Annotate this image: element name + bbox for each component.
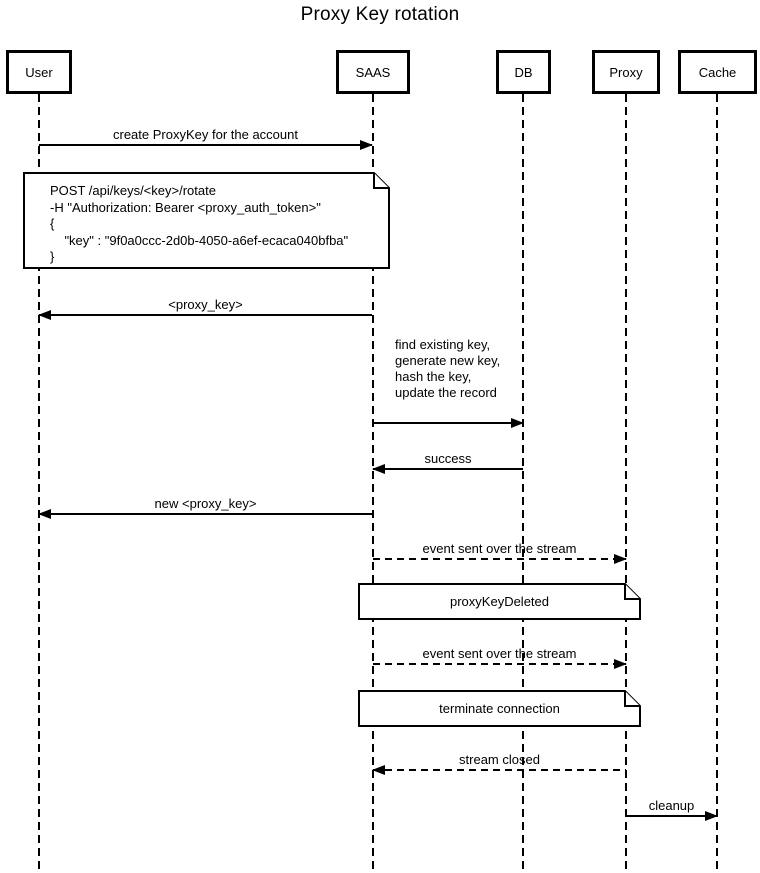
message-line xyxy=(373,468,523,470)
note-outline-icon xyxy=(358,690,641,727)
message-event-stream-2: event sent over the stream xyxy=(373,646,627,669)
actor-cache-label: Cache xyxy=(698,64,737,80)
message-line xyxy=(39,144,372,146)
arrowhead-right-icon xyxy=(511,418,524,428)
message-line xyxy=(373,769,626,771)
arrowhead-left-icon xyxy=(38,310,51,320)
diagram-title: Proxy Key rotation xyxy=(300,4,460,25)
message-line xyxy=(373,558,626,560)
note-text: proxyKeyDeleted xyxy=(450,594,549,609)
lifeline-saas xyxy=(372,94,374,871)
note-proxykeydeleted: proxyKeyDeleted xyxy=(358,583,641,620)
message-event-stream-1: event sent over the stream xyxy=(373,541,627,564)
message-success: success xyxy=(372,451,523,474)
message-label: success xyxy=(424,451,472,466)
message-label: stream closed xyxy=(459,752,540,767)
actor-db-label: DB xyxy=(514,64,533,80)
message-create-proxykey: create ProxyKey for the account xyxy=(39,127,373,150)
actor-proxy: Proxy xyxy=(592,50,660,94)
actor-user-label: User xyxy=(25,64,53,80)
message-stream-closed: stream closed xyxy=(372,752,626,775)
message-label: find existing key, generate new key, has… xyxy=(395,337,501,400)
note-text: POST /api/keys/<key>/rotate -H "Authoriz… xyxy=(50,183,349,264)
actor-proxy-label: Proxy xyxy=(609,64,643,80)
lifeline-user xyxy=(38,94,40,871)
lifeline-cache xyxy=(716,94,718,871)
message-line xyxy=(626,815,717,817)
message-label: event sent over the stream xyxy=(422,646,577,661)
message-label: event sent over the stream xyxy=(422,541,577,556)
lifeline-db xyxy=(522,94,524,871)
actor-saas-label: SAAS xyxy=(355,64,391,80)
message-label: cleanup xyxy=(648,798,695,813)
actor-user: User xyxy=(6,50,72,94)
message-new-proxy-key: new <proxy_key> xyxy=(38,496,372,519)
message-cleanup: cleanup xyxy=(626,798,718,821)
note-outline-icon xyxy=(23,172,390,269)
message-line xyxy=(39,513,372,515)
message-label: <proxy_key> xyxy=(168,297,243,312)
lifeline-proxy xyxy=(625,94,627,871)
message-label: new <proxy_key> xyxy=(154,496,257,511)
actor-cache: Cache xyxy=(678,50,757,94)
arrowhead-right-icon xyxy=(705,811,718,821)
actor-saas: SAAS xyxy=(336,50,410,94)
note-text: terminate connection xyxy=(439,701,560,716)
note-post-rotate: POST /api/keys/<key>/rotate -H "Authoriz… xyxy=(23,172,390,269)
note-terminate-connection: terminate connection xyxy=(358,690,641,727)
actor-db: DB xyxy=(496,50,551,94)
message-line xyxy=(373,663,626,665)
note-outline-icon xyxy=(358,583,641,620)
message-label: create ProxyKey for the account xyxy=(113,127,298,142)
arrowhead-right-icon xyxy=(360,140,373,150)
arrowhead-left-icon xyxy=(372,765,385,775)
arrowhead-left-icon xyxy=(38,509,51,519)
arrowhead-left-icon xyxy=(372,464,385,474)
message-line xyxy=(373,422,523,424)
arrowhead-right-icon xyxy=(614,554,627,564)
message-db-update: find existing key, generate new key, has… xyxy=(373,337,524,428)
message-proxy-key-return: <proxy_key> xyxy=(38,297,372,320)
message-line xyxy=(39,314,372,316)
arrowhead-right-icon xyxy=(614,659,627,669)
